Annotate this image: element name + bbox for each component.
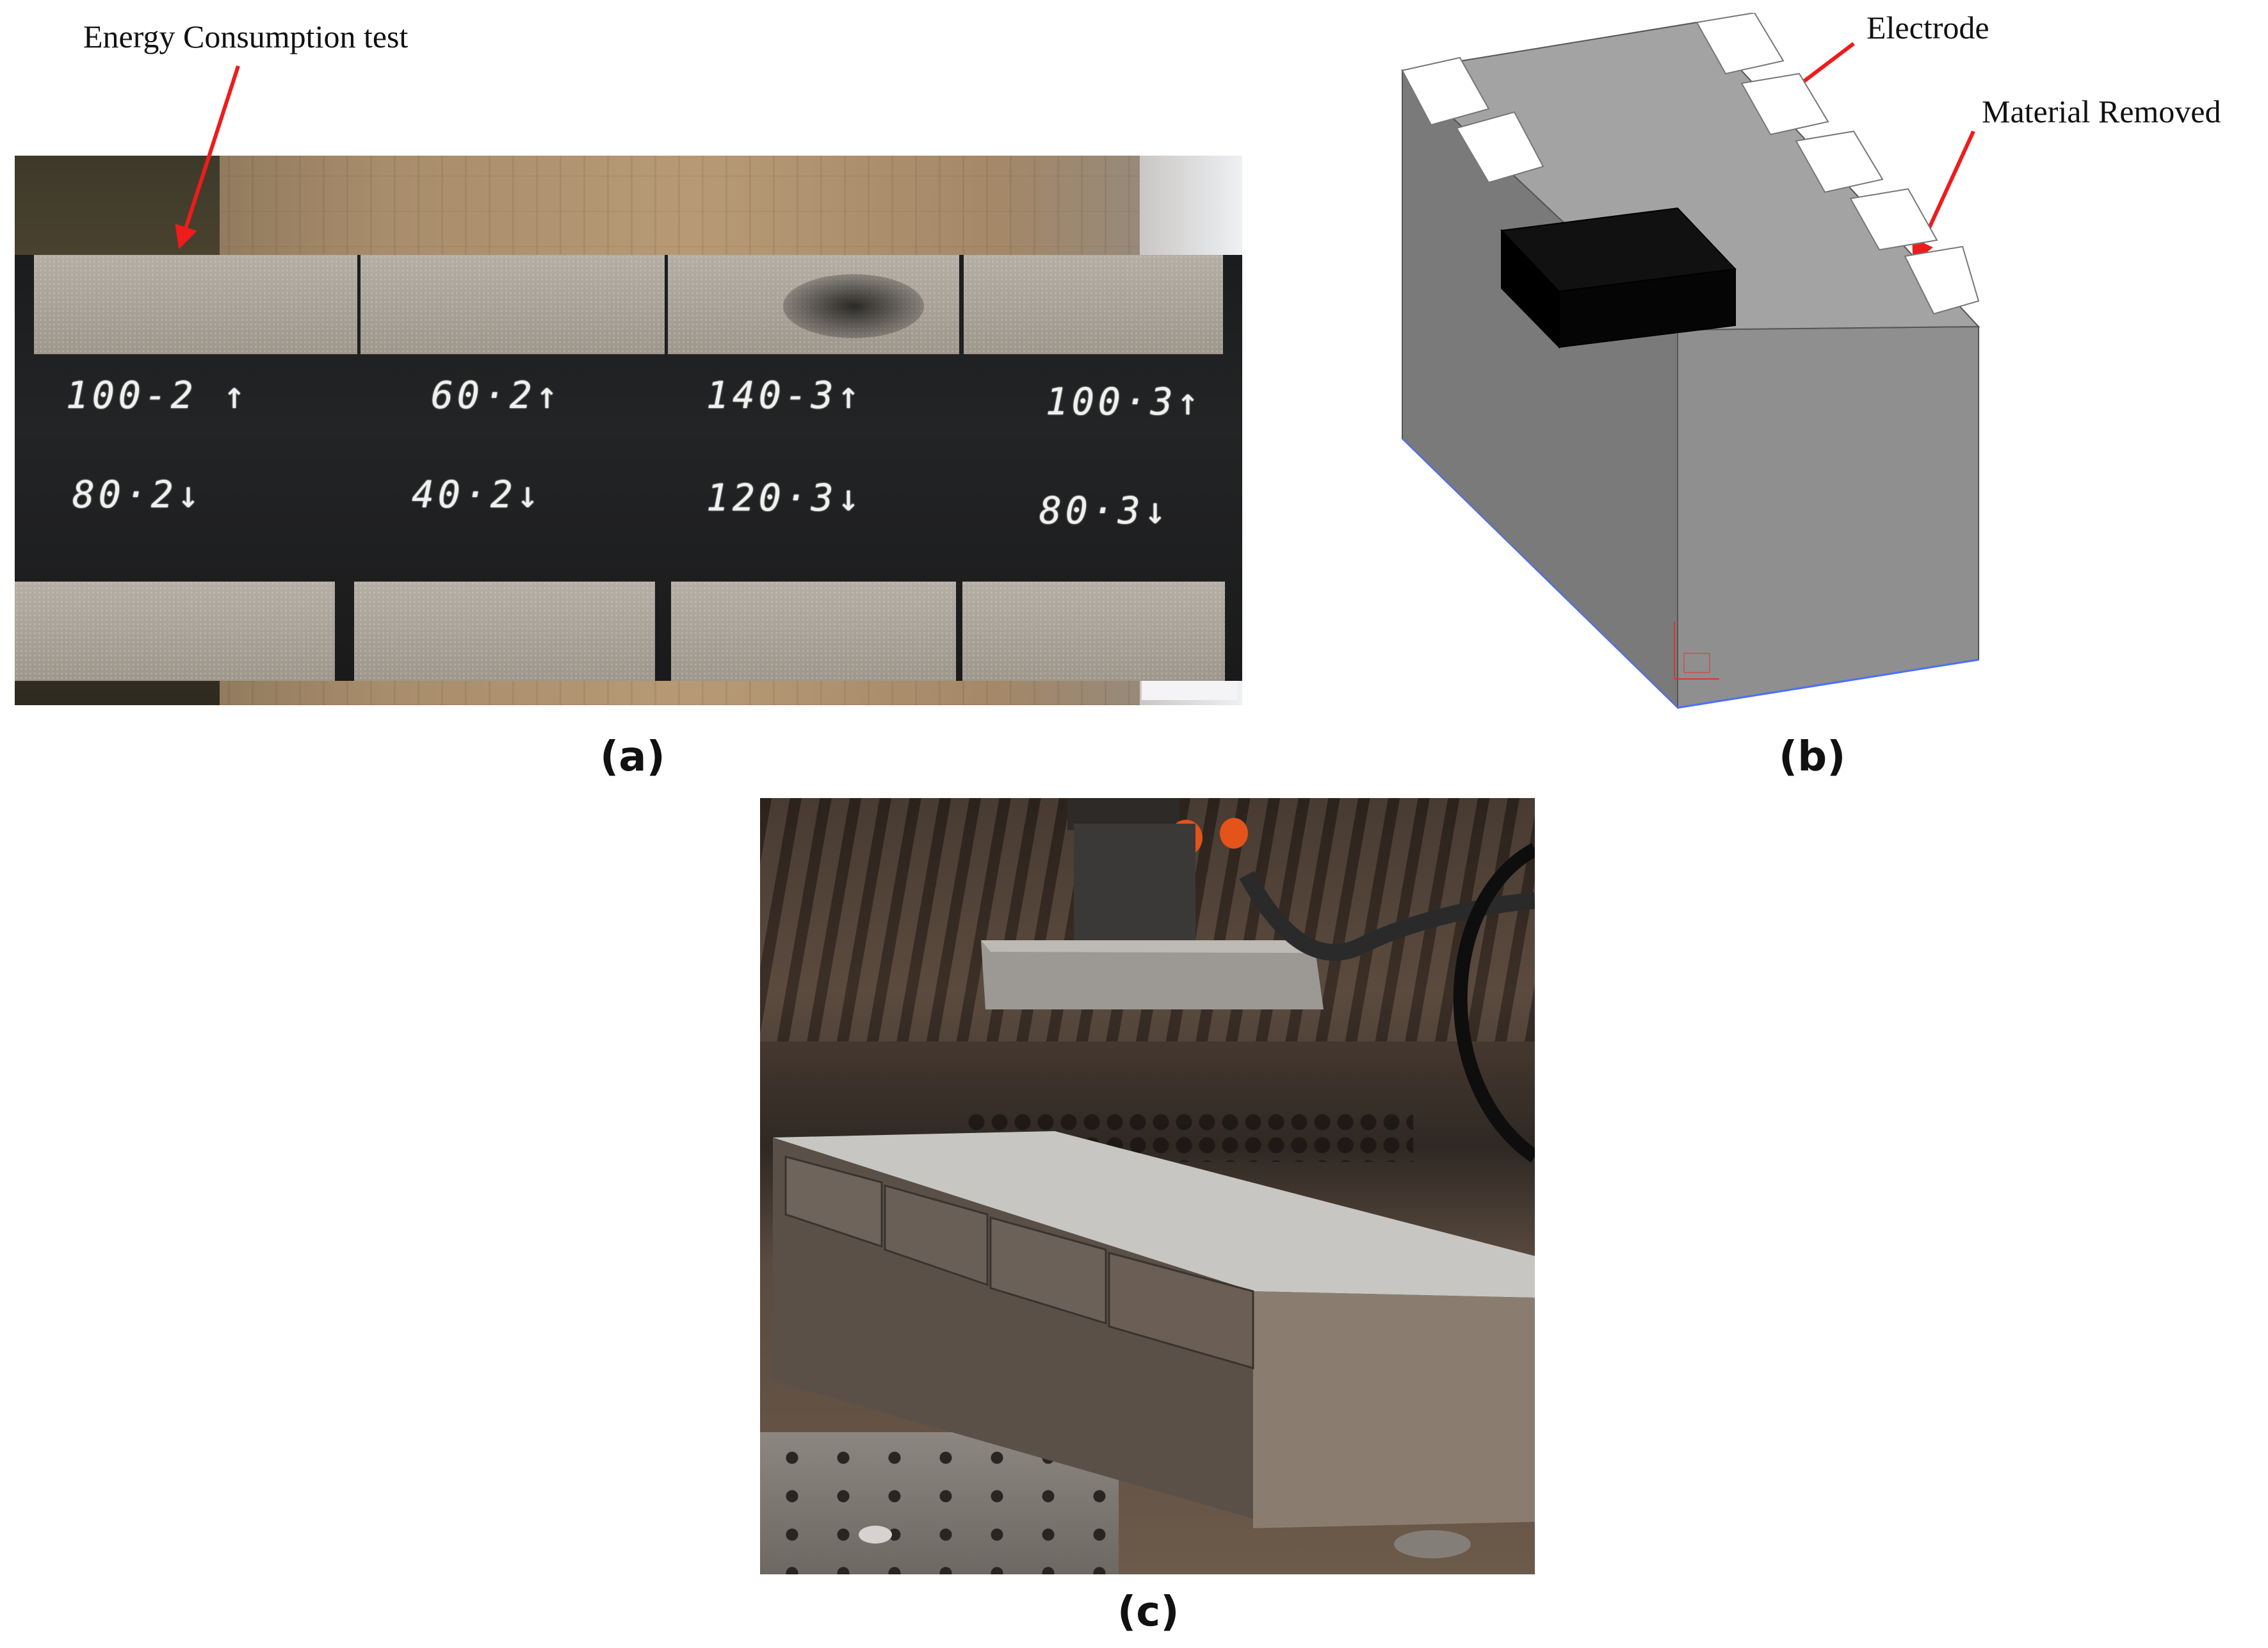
coolant-hose	[1239, 870, 1535, 961]
machined-strip	[962, 582, 1225, 681]
bolt	[859, 1526, 892, 1544]
axis-triad	[1683, 653, 1710, 673]
electrode-column	[1074, 824, 1195, 958]
machined-strip	[15, 582, 335, 681]
caption-a: (a)	[600, 733, 665, 781]
slot-removed	[1740, 72, 1829, 136]
machined-strip	[668, 255, 959, 354]
block-front-face	[1677, 325, 1979, 709]
cad-model-b	[1400, 13, 1980, 710]
chalk-mark: 120·3↓	[706, 476, 864, 519]
electrode-front	[1559, 268, 1736, 348]
electrode-label: Electrode	[1867, 10, 1989, 45]
chalk-mark: 80·2↓	[72, 473, 204, 516]
removed-step	[884, 1184, 989, 1287]
slot-removed	[1401, 56, 1490, 126]
orange-fitting	[1220, 818, 1248, 849]
machined-strip	[964, 255, 1223, 354]
steel-bar: 100-2 ↑ 60·2↑ 140-3↑ 100·3↑ 80·2↓ 40·2↓ …	[15, 255, 1242, 681]
base-edge	[1677, 658, 1979, 709]
machined-strip	[360, 255, 665, 354]
machined-strip	[671, 582, 956, 681]
chalk-mark: 100·3↑	[1046, 380, 1203, 423]
edm-machine-photo-c	[760, 798, 1535, 1574]
removed-step	[784, 1155, 883, 1248]
chalk-mark: 140-3↑	[706, 373, 864, 417]
chalk-mark: 100-2 ↑	[66, 373, 250, 417]
workpiece-end	[1253, 1291, 1535, 1528]
base-edge	[1402, 438, 1678, 708]
caption-c: (c)	[1117, 1588, 1179, 1636]
chalk-mark: 60·2↑	[431, 373, 562, 417]
scene-c	[773, 798, 1535, 1558]
slot-removed	[1904, 245, 1980, 315]
cable-loop	[1453, 843, 1535, 1163]
removed-step	[989, 1216, 1107, 1325]
arrow-energy	[175, 65, 240, 250]
slot-removed	[1696, 13, 1785, 75]
chalk-mark: 80·3↓	[1039, 489, 1170, 532]
slot-removed	[1795, 130, 1884, 193]
machined-strip	[354, 582, 655, 681]
machined-strip	[34, 255, 357, 354]
removed-step	[1108, 1252, 1254, 1369]
material-removed-label: Material Removed	[1982, 94, 2221, 129]
slot-removed	[1849, 188, 1938, 251]
caption-b: (b)	[1779, 733, 1846, 781]
slot-removed	[1455, 111, 1544, 184]
electrode-plate	[981, 940, 1324, 1009]
electrode-plate-top	[981, 940, 1336, 953]
energy-consumption-label: Energy Consumption test	[83, 19, 409, 54]
workpiece-top	[773, 1131, 1535, 1298]
bolt	[1394, 1530, 1471, 1558]
chalk-mark: 40·2↓	[412, 473, 543, 516]
